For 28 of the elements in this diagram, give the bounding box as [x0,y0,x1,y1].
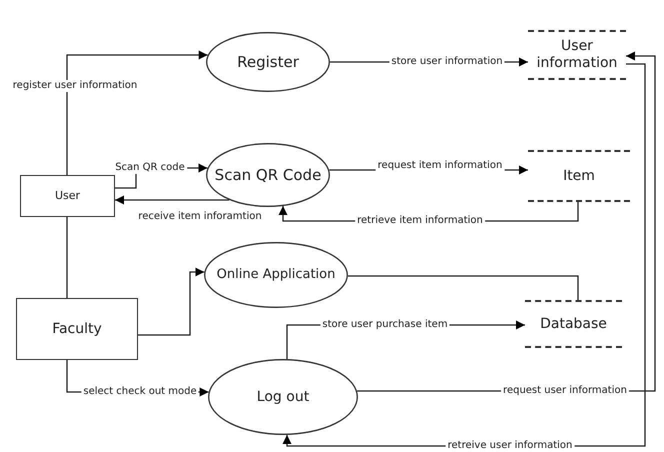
edge-label: store user purchase item [320,319,450,331]
arrow [138,268,204,336]
node-label: Item [563,168,595,184]
data-store [528,150,630,202]
edge-label: request item information [376,160,504,172]
node-label: Faculty [52,320,102,338]
data-store [525,300,622,348]
process-ellipse [206,32,330,92]
node-label: User [54,189,80,203]
process-ellipse [208,359,358,435]
entity-box [16,298,138,360]
entity-box [20,175,115,217]
data-store [528,30,626,80]
connector-line [348,275,579,300]
node-label: Scan QR Code [214,166,322,184]
edge-label: register user information [10,80,140,92]
edge-label: request user information [501,385,629,397]
node-label: Log out [256,388,310,406]
connector-line [66,217,68,298]
node-label: User information [536,38,618,72]
process-ellipse [204,242,348,308]
node-label: Online Application [216,267,336,283]
process-ellipse [206,143,330,207]
arrow [66,50,208,175]
node-label: Database [540,316,607,332]
edge-label: Scan QR code [113,162,187,174]
node-label: Register [237,53,299,71]
arrow [115,196,230,204]
